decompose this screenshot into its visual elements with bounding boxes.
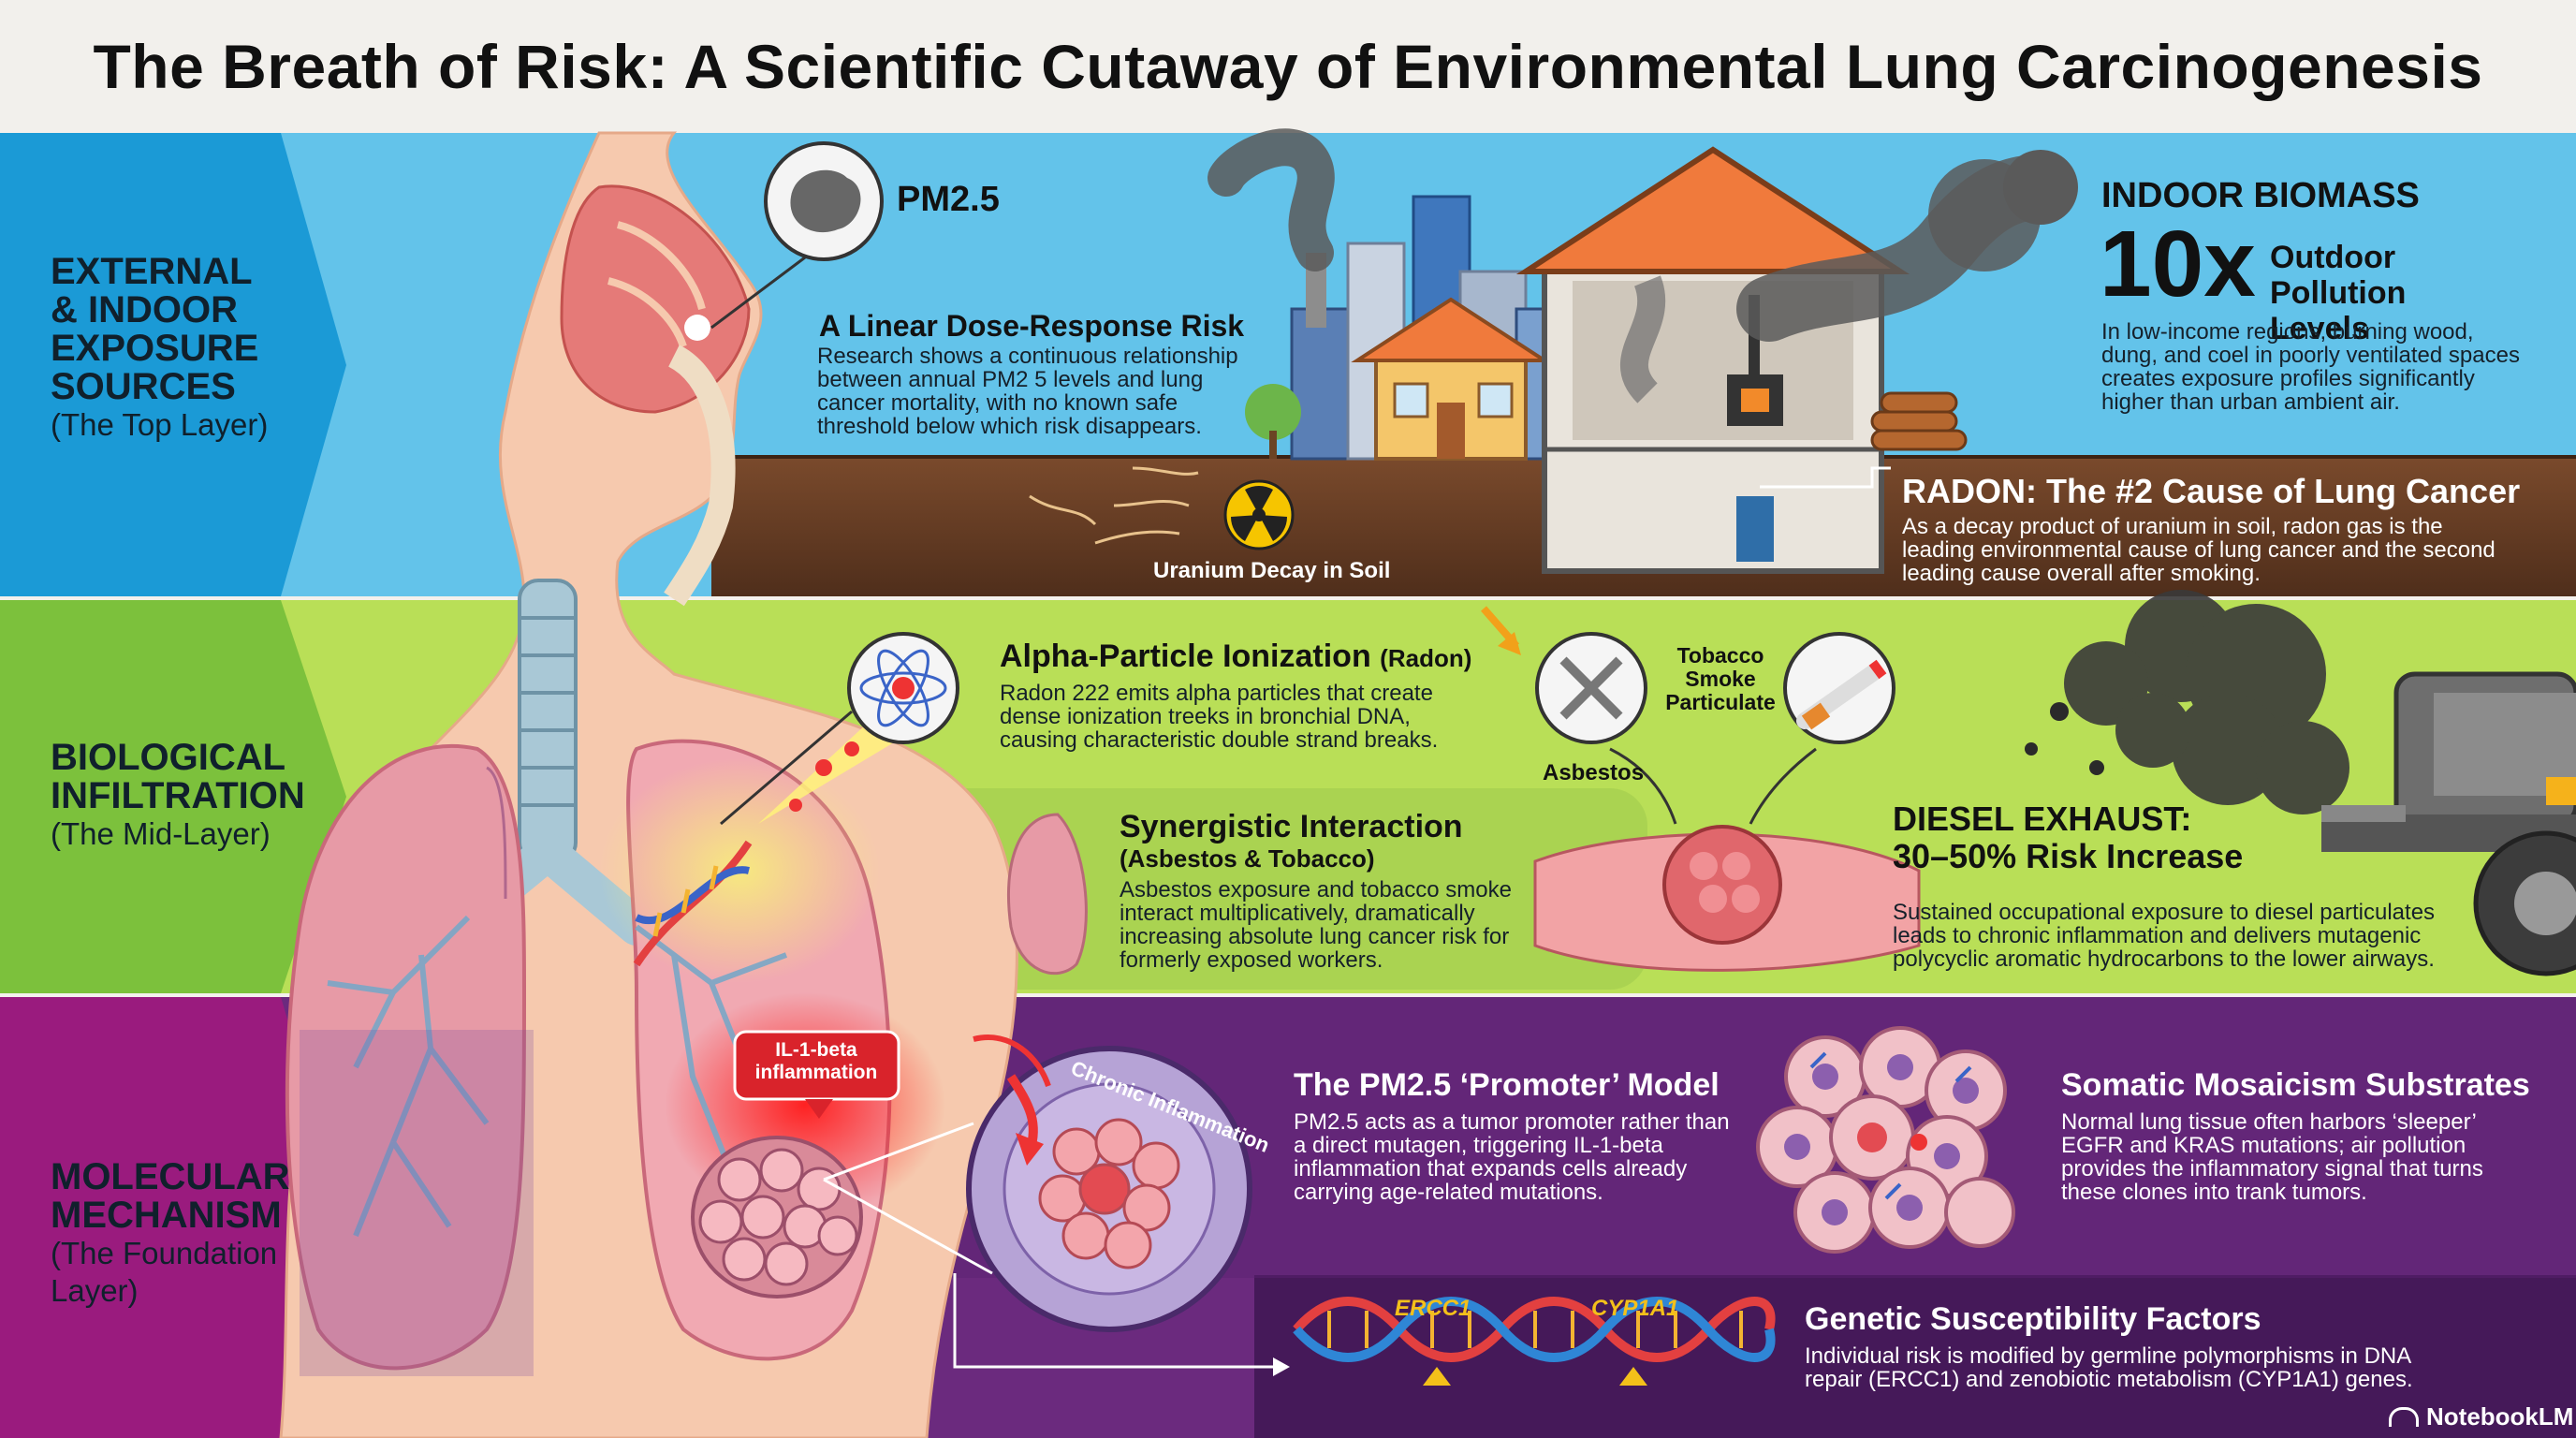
brand-mark: NotebookLM: [2389, 1402, 2573, 1431]
mosaicism-body: Normal lung tissue often harbors ‘sleepe…: [2061, 1109, 2483, 1205]
alpha-heading-suffix: (Radon): [1380, 644, 1472, 672]
pm25-tag: PM2.5: [897, 180, 1000, 219]
biomass-body: In low-income regions, burning wood, dun…: [2101, 319, 2520, 415]
top-chevron: [0, 133, 346, 596]
synergy-subheading: (Asbestos & Tobacco): [1120, 844, 1375, 873]
diesel-heading: DIESEL EXHAUST:: [1893, 800, 2192, 838]
biomass-multiplier: 10x: [2100, 212, 2256, 316]
alpha-heading-main: Alpha-Particle Ionization: [1000, 638, 1371, 674]
page-title: The Breath of Risk: A Scientific Cutaway…: [93, 32, 2483, 101]
foundation-layer-title: MOLECULAR MECHANISM: [51, 1156, 290, 1236]
mid-tumor: [1662, 825, 1782, 945]
alpha-body: Radon 222 emits alpha particles that cre…: [1000, 681, 1439, 753]
promoter-heading: The PM2.5 ‘Promoter’ Model: [1294, 1067, 1720, 1103]
trachea: [518, 579, 578, 863]
il1-label: IL-1-beta inflammation: [754, 1039, 878, 1083]
synergy-heading: Synergistic Interaction: [1120, 809, 1463, 844]
biomass-multiplier-label: Outdoor Pollution Levels: [2270, 240, 2407, 346]
gene-label-ercc1: ERCC1: [1395, 1296, 1471, 1321]
mosaicism-heading: Somatic Mosaicism Substrates: [2061, 1067, 2530, 1103]
top-layer-subtitle: (The Top Layer): [51, 407, 269, 442]
brand-logo-icon: [2389, 1407, 2419, 1427]
uranium-label: Uranium Decay in Soil: [1153, 558, 1391, 583]
mid-layer-subtitle: (The Mid-Layer): [51, 816, 271, 851]
radon-body: As a decay product of uranium in soil, r…: [1902, 514, 2496, 586]
synergy-body: Asbestos exposure and tobacco smoke inte…: [1120, 877, 1512, 973]
biomass-heading: INDOOR BIOMASS: [2101, 176, 2420, 215]
foundation-layer-subtitle: (The Foundation Layer): [51, 1236, 278, 1308]
title-bar: The Breath of Risk: A Scientific Cutaway…: [0, 0, 2576, 133]
radiation-icon: [1223, 479, 1295, 550]
small-house: [1351, 297, 1551, 461]
radon-heading: RADON: The #2 Cause of Lung Cancer: [1902, 472, 2521, 510]
mid-layer-label: BIOLOGICAL INFILTRATION (The Mid-Layer): [0, 600, 346, 993]
diesel-smoke: [2064, 590, 2349, 814]
cutaway-house: [1515, 146, 1910, 574]
mid-layer-title: BIOLOGICAL INFILTRATION: [51, 737, 305, 816]
diesel-truck: [2321, 671, 2576, 976]
alpha-heading: Alpha-Particle Ionization (Radon): [1000, 638, 1471, 675]
asbestos-label: Asbestos: [1543, 760, 1645, 785]
dna-helix-bottom: [1293, 1297, 1776, 1386]
genetic-heading: Genetic Susceptibility Factors: [1805, 1301, 2261, 1337]
tumor-cluster: [691, 1136, 863, 1299]
brand-name: NotebookLM: [2426, 1402, 2574, 1431]
dna-helix-lung: [633, 840, 753, 967]
pm25-body: Research shows a continuous relationship…: [817, 344, 1238, 439]
genetic-body: Individual risk is modified by germline …: [1805, 1343, 2413, 1392]
promoter-body: PM2.5 acts as a tumor promoter rather th…: [1294, 1109, 1730, 1205]
mosaic-cell-cluster: [1756, 1026, 2015, 1254]
mid-chevron: [0, 600, 346, 993]
top-layer-title: EXTERNAL & INDOOR EXPOSURE SOURCES: [51, 251, 259, 407]
tobacco-label: Tobacco Smoke Particulate: [1665, 643, 1776, 714]
diesel-body: Sustained occupational exposure to diese…: [1893, 900, 2436, 972]
top-layer-label: EXTERNAL & INDOOR EXPOSURE SOURCES (The …: [0, 133, 346, 596]
foundation-layer-label: MOLECULAR MECHANISM (The Foundation Laye…: [0, 997, 346, 1438]
pm25-heading: A Linear Dose-Response Risk: [819, 309, 1245, 343]
foundation-chevron: [0, 997, 346, 1438]
diesel-heading-risk: 30–50% Risk Increase: [1893, 837, 2244, 875]
left-lung: [285, 743, 526, 1371]
gene-label-cyp1a1: CYP1A1: [1591, 1296, 1679, 1321]
